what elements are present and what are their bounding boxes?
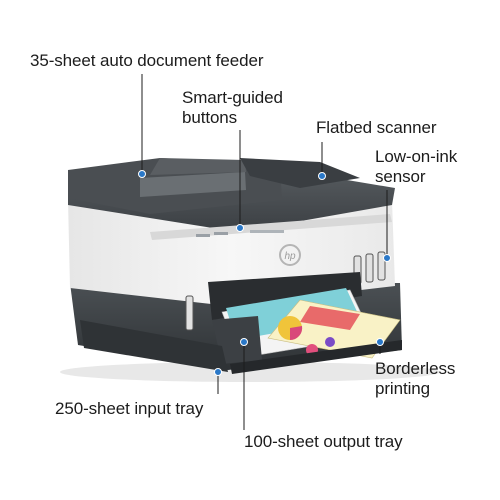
callout-dot-ink xyxy=(383,254,391,262)
callout-markers xyxy=(138,74,391,430)
ink-tank-window xyxy=(365,253,374,283)
callout-input-tray-label: 250-sheet input tray xyxy=(55,399,204,418)
printed-pages xyxy=(221,288,401,359)
callout-dot-input xyxy=(214,368,222,376)
panel-button[interactable] xyxy=(214,232,228,235)
callout-dot-adf xyxy=(138,170,146,178)
panel-button[interactable] xyxy=(196,234,210,237)
callout-adf-label: 35-sheet auto document feeder xyxy=(30,51,264,70)
floor-shadow xyxy=(60,362,440,382)
input-tray[interactable] xyxy=(80,320,228,372)
callout-dot-output xyxy=(240,338,248,346)
callout-output-tray-label: 100-sheet output tray xyxy=(244,432,403,451)
callout-ink-sensor-label: Low-on-ink sensor xyxy=(375,147,458,186)
panel-display xyxy=(250,230,284,233)
callout-dot-buttons xyxy=(236,224,244,232)
feeder-tray xyxy=(140,172,246,197)
svg-text:hp: hp xyxy=(284,251,296,262)
callout-borderless-label: Borderless printing xyxy=(375,359,456,398)
callout-buttons-label: Smart-guided buttons xyxy=(182,88,283,127)
hp-logo-icon xyxy=(279,244,301,266)
callout-dot-flatbed xyxy=(318,172,326,180)
output-tray[interactable] xyxy=(212,316,262,364)
control-panel[interactable] xyxy=(150,214,392,240)
ink-tank-window-left xyxy=(185,295,194,331)
callout-dot-borderless xyxy=(376,338,384,346)
callout-flatbed-label: Flatbed scanner xyxy=(316,118,437,137)
